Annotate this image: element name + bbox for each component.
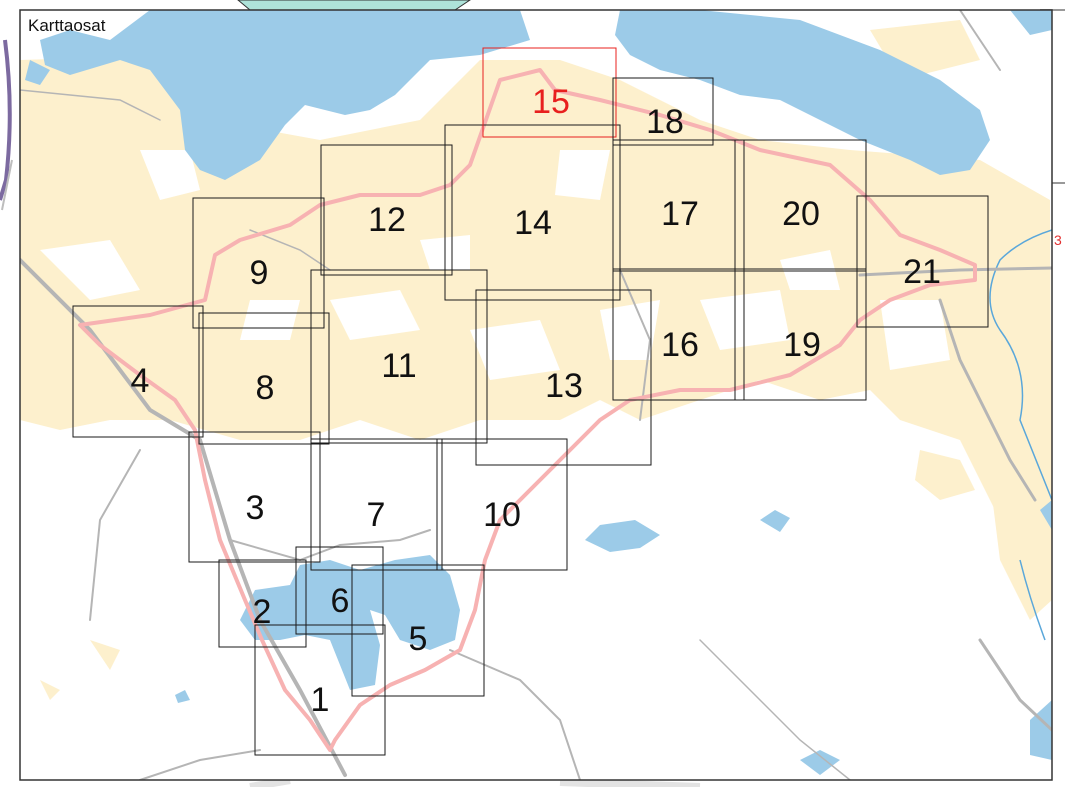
roads (20, 10, 1052, 780)
map-tile-label-3[interactable]: 3 (246, 489, 265, 527)
open-areas (40, 150, 950, 380)
map-tile-label-14[interactable]: 14 (514, 204, 552, 242)
map-tile-17[interactable] (612, 139, 745, 272)
map-frame (19, 9, 1053, 781)
map-tile-1[interactable] (254, 624, 386, 756)
lake-small-w (25, 60, 50, 85)
map-tile-11[interactable] (310, 269, 488, 444)
lake-southeast-a (585, 520, 660, 552)
map-tile-5[interactable] (351, 564, 485, 697)
outside-railway (0, 39, 12, 201)
map-title: Karttaosat (28, 16, 106, 35)
lake-south-east-c (800, 750, 840, 775)
map-tile-12[interactable] (320, 144, 453, 276)
map-tile-21[interactable] (856, 195, 989, 328)
map-tile-3[interactable] (188, 431, 321, 563)
map-tile-10[interactable] (436, 438, 568, 571)
stream-east (989, 229, 1052, 501)
lake-corner-ne (1010, 10, 1052, 35)
map-tile-label-17[interactable]: 17 (661, 195, 699, 233)
map-tile-label-2[interactable]: 2 (253, 593, 272, 631)
map-tile-label-12[interactable]: 12 (368, 201, 406, 239)
map-tile-4[interactable] (72, 305, 204, 438)
pond-b (1040, 500, 1052, 530)
map-tile-label-13[interactable]: 13 (545, 367, 583, 405)
map-tile-label-6[interactable]: 6 (331, 582, 350, 620)
map-tile-14[interactable] (444, 124, 621, 301)
map-tile-label-16[interactable]: 16 (661, 326, 699, 364)
outside-road-left (1, 159, 13, 211)
map-tile-label-9[interactable]: 9 (250, 254, 269, 292)
map-tile-label-7[interactable]: 7 (367, 496, 386, 534)
map-tile-19[interactable] (734, 268, 867, 401)
map-tile-6[interactable] (295, 546, 384, 635)
map-tile-label-19[interactable]: 19 (783, 326, 821, 364)
map-tile-label-5[interactable]: 5 (409, 620, 428, 658)
map-tile-label-11[interactable]: 11 (381, 347, 416, 385)
map-tile-13[interactable] (475, 289, 652, 466)
map-tile-label-8[interactable]: 8 (256, 369, 275, 407)
map-tile-label-1[interactable]: 1 (311, 681, 330, 719)
stream-east-b (1019, 559, 1046, 641)
map-tile-7[interactable] (310, 438, 443, 571)
lake-north (40, 10, 530, 180)
edge-label: 3 (1054, 232, 1062, 248)
map-tile-20[interactable] (734, 139, 867, 272)
map-tile-label-15[interactable]: 15 (532, 83, 570, 121)
map-tile-label-4[interactable]: 4 (131, 362, 150, 400)
route-line (78, 68, 977, 752)
map-tile-8[interactable] (198, 312, 330, 445)
map-tile-16[interactable] (612, 268, 745, 401)
pond-a (175, 690, 190, 703)
map-tile-label-18[interactable]: 18 (646, 103, 684, 141)
map-tile-label-21[interactable]: 21 (903, 253, 941, 291)
lake-northeast (615, 10, 990, 175)
map-tile-9[interactable] (192, 197, 325, 329)
map-tile-label-20[interactable]: 20 (782, 195, 820, 233)
map-tile-15[interactable] (482, 47, 617, 138)
outside-water-top (237, 0, 471, 11)
map-tile-18[interactable] (612, 77, 714, 146)
lake-south (240, 555, 460, 690)
lake-southeast-b (760, 510, 790, 532)
map-base (20, 10, 1052, 780)
map-tile-label-10[interactable]: 10 (483, 496, 521, 534)
map-tile-2[interactable] (218, 559, 307, 648)
